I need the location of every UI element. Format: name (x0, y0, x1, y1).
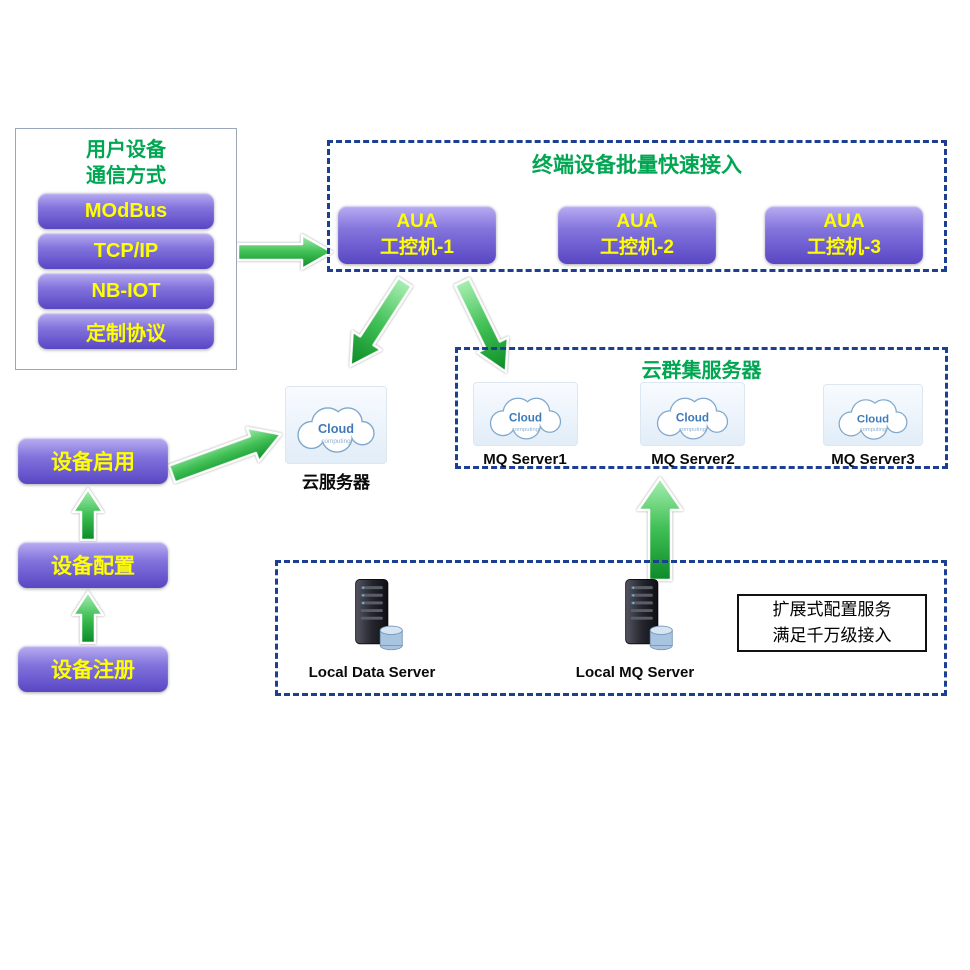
cloud-subword: computing (512, 427, 539, 433)
cloud-icon: Cloud computing (489, 397, 562, 440)
node-aua-ipc-1-line2: 工控机-1 (380, 237, 454, 258)
node-aua-ipc-3-line1: AUA (823, 211, 865, 233)
terminal-access-title: 终端设备批量快速接入 (532, 154, 742, 177)
scalability-note-line2: 满足千万级接入 (772, 626, 892, 645)
node-aua-ipc-2-line2: 工控机-2 (600, 237, 674, 258)
scalability-note-line1: 扩展式配置服务 (772, 599, 892, 619)
mq-server3-label: MQ Server3 (831, 451, 915, 468)
node-device-register: 设备注册 (18, 646, 168, 692)
node-device-enable: 设备启用 (18, 438, 168, 484)
node-aua-ipc-3: AUA 工控机-3 (765, 206, 923, 264)
comm-panel-title-line1: 用户设备 (86, 139, 166, 161)
scalability-note: 扩展式配置服务 满足千万级接入 (737, 594, 927, 652)
arrow-enable-to-cloud-server (167, 426, 283, 484)
cloud-word: Cloud (857, 413, 889, 425)
cloud-word: Cloud (318, 421, 354, 436)
cloud-cluster-title: 云群集服务器 (641, 360, 762, 382)
node-aua-ipc-2-line1: AUA (616, 211, 658, 233)
server-tower-icon (625, 578, 673, 651)
mq-server3-tile: Cloud computing (823, 384, 923, 446)
local-data-server-label: Local Data Server (308, 664, 436, 681)
cloud-server-label: 云服务器 (302, 473, 370, 492)
comm-panel-title-line2: 通信方式 (86, 165, 166, 187)
node-device-config: 设备配置 (18, 542, 168, 588)
cloud-icon: Cloud computing (297, 407, 375, 453)
cloud-icon: Cloud computing (656, 397, 729, 440)
comm-panel-title: 用户设备 通信方式 (16, 137, 236, 189)
comm-item-modbus: MOdBus (38, 193, 214, 229)
server-tower-icon (355, 578, 403, 651)
cloud-subword: computing (321, 438, 351, 445)
arrow-register-to-config (71, 590, 105, 645)
comm-item-tcpip: TCP/IP (38, 233, 214, 269)
cloud-word: Cloud (509, 412, 542, 425)
mq-server2-tile: Cloud computing (640, 382, 745, 446)
user-device-comm-panel: 用户设备 通信方式 MOdBus TCP/IP NB-IOT 定制协议 (15, 128, 237, 370)
node-aua-ipc-1: AUA 工控机-1 (338, 206, 496, 264)
cloud-subword: computing (679, 427, 706, 433)
node-aua-ipc-1-line1: AUA (396, 211, 438, 233)
node-aua-ipc-3-line2: 工控机-3 (807, 237, 881, 258)
arrow-comm-to-aua1 (236, 233, 334, 271)
cloud-icon: Cloud computing (838, 399, 908, 440)
cloud-cluster-panel: 云群集服务器 (455, 347, 948, 469)
local-servers-panel (275, 560, 947, 696)
mq-server2-label: MQ Server2 (651, 451, 735, 468)
comm-item-custom-protocol: 定制协议 (38, 313, 214, 349)
terminal-access-panel: 终端设备批量快速接入 (327, 140, 947, 272)
arrow-aua1-to-cloud-server (349, 276, 413, 368)
arrow-config-to-enable (71, 487, 105, 542)
cloud-word: Cloud (676, 412, 709, 425)
cloud-subword: computing (860, 427, 886, 433)
cloud-server-tile: Cloud computing (285, 386, 387, 464)
local-mq-server-label: Local MQ Server (575, 664, 695, 681)
comm-item-nbiot: NB-IOT (38, 273, 214, 309)
mq-server1-tile: Cloud computing (473, 382, 578, 446)
node-aua-ipc-2: AUA 工控机-2 (558, 206, 716, 264)
mq-server1-label: MQ Server1 (483, 451, 567, 468)
